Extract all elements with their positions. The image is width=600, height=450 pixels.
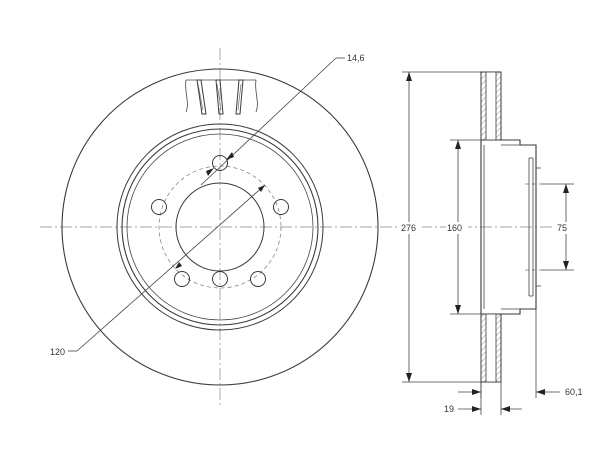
center-bore-label: 75 <box>557 223 567 233</box>
bolt-hole <box>212 155 228 171</box>
thickness-label: 19 <box>444 404 454 414</box>
bolt-hole-dimension: 14,6 <box>200 53 365 186</box>
bolt-circle-dimension: 120 <box>50 184 266 357</box>
bolt-hole <box>273 199 289 215</box>
vane <box>196 79 207 115</box>
bolt-hole-label: 14,6 <box>347 53 365 63</box>
friction-ring-inner-edge <box>116 123 324 331</box>
front-view: 14,6 120 <box>40 48 400 405</box>
section-view: 276 160 75 <box>400 71 583 415</box>
outer-diameter-label: 276 <box>401 223 416 233</box>
hat-diameter-dimension: 160 <box>446 139 481 315</box>
hat-outer-edge <box>121 128 319 326</box>
center-bore-dimension: 75 <box>541 183 576 271</box>
hat-step-edge <box>126 133 314 321</box>
locating-hole <box>212 271 228 287</box>
thickness-dimension: 19 <box>444 382 522 415</box>
friction-ring-section-top <box>480 71 502 141</box>
vane <box>215 79 224 115</box>
bolt-holes <box>151 155 289 287</box>
bolt-hole <box>151 199 167 215</box>
bolt-hole <box>250 271 266 287</box>
bolt-hole <box>174 271 190 287</box>
bolt-circle-label: 120 <box>50 347 65 357</box>
height-label: 60,1 <box>565 387 583 397</box>
hat-outline <box>480 139 537 315</box>
height-dimension: 60,1 <box>458 309 583 398</box>
bolt-circle-line <box>158 165 282 289</box>
vane-section <box>185 79 258 115</box>
disc-outer-edge <box>61 68 379 386</box>
hat-diameter-label: 160 <box>447 223 462 233</box>
friction-ring-section-bottom <box>480 313 502 383</box>
vane <box>235 79 244 115</box>
outer-diameter-dimension: 276 <box>400 71 481 383</box>
